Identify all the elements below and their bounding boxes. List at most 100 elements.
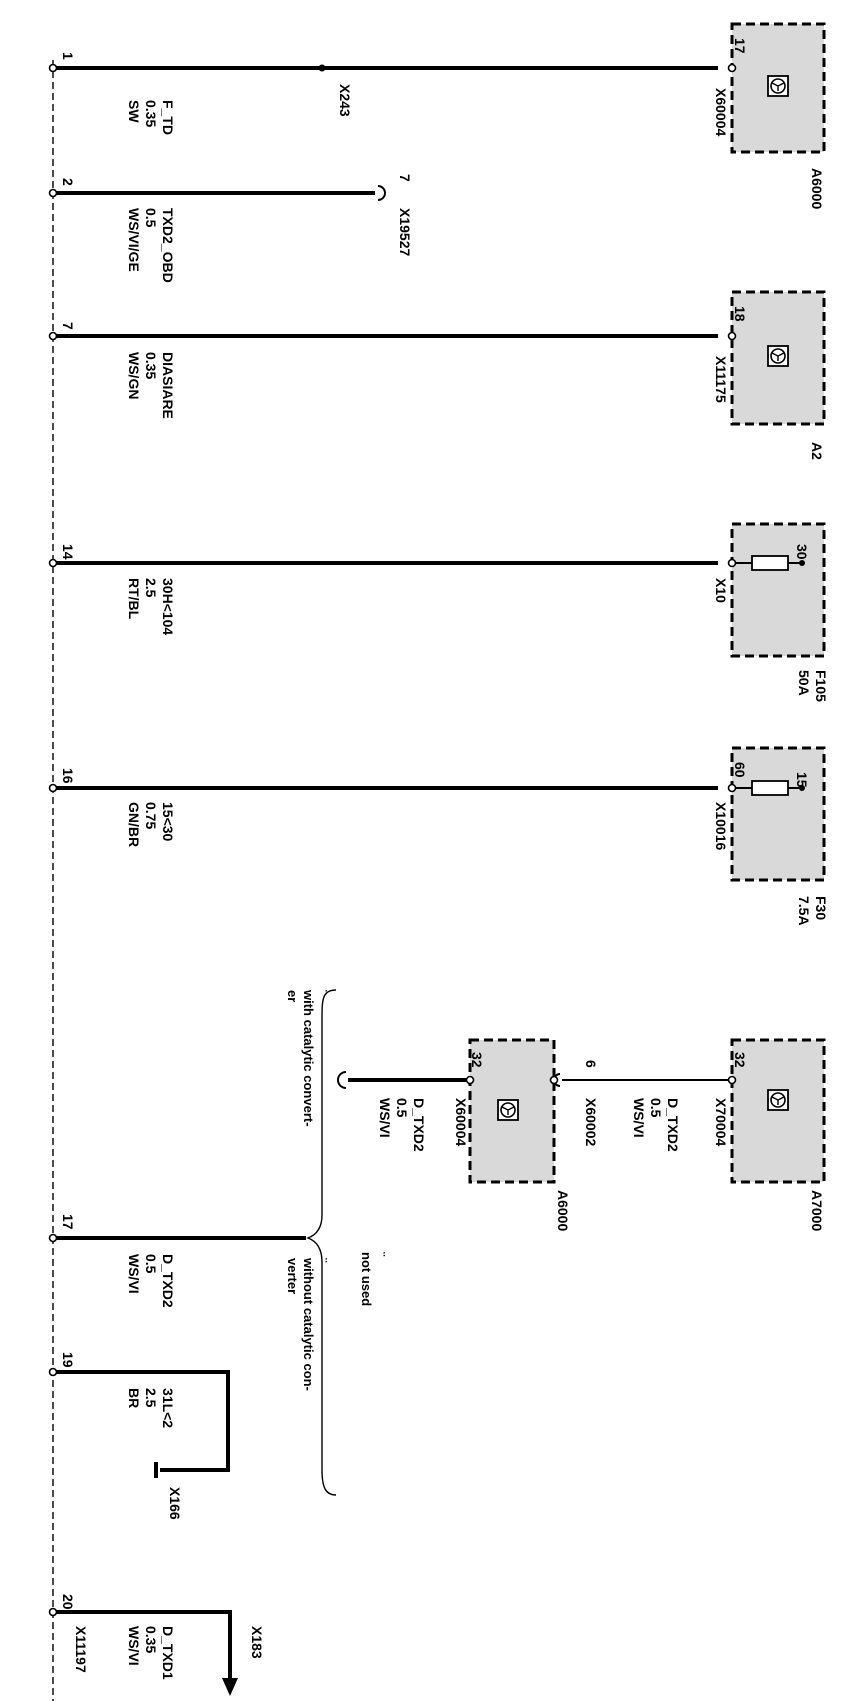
wire-19-gauge: 2.5: [143, 1388, 159, 1408]
wire-14[interactable]: [48, 558, 719, 568]
f30-pin-fuse: 15: [794, 772, 810, 788]
wire-14-color: RT/BL: [126, 578, 142, 620]
x19527-label: X19527: [397, 208, 413, 256]
component-a2[interactable]: [727, 290, 826, 426]
fuse-icon: [751, 555, 789, 571]
wire-7-pin: 7: [60, 322, 76, 330]
f105-connector: X10: [713, 578, 729, 603]
component-f30[interactable]: [727, 746, 826, 882]
wire-17-signal: D_TXD2: [160, 1254, 176, 1308]
splice-x243-dot: [318, 64, 326, 72]
wire-17-color: WS/VI: [126, 1254, 142, 1294]
f30-pin-top: 60: [732, 762, 748, 778]
wire-16[interactable]: [48, 783, 719, 793]
fuse-icon: [751, 780, 789, 796]
wire-1-signal: F_TD: [160, 100, 176, 135]
control-module-icon-circle: [770, 348, 786, 364]
without-catalytic-note-2: verter: [285, 1258, 300, 1294]
wire-a6000-out[interactable]: [337, 1071, 466, 1089]
a2-connector: X11175: [713, 356, 729, 403]
a6000-out-gauge: 0.5: [394, 1098, 410, 1118]
a2-name: A2: [809, 442, 825, 460]
x19527-pin: 7: [397, 174, 413, 182]
f30-rating: 7.5A: [796, 896, 812, 926]
x183-label: X183: [249, 1626, 265, 1659]
wire-2[interactable]: [48, 185, 386, 201]
wire-2-pin: 2: [60, 178, 76, 186]
control-module-icon-circle: [770, 1092, 786, 1108]
f105-rating: 50A: [796, 670, 812, 696]
wire-16-signal: 15<30: [160, 802, 176, 842]
wire-16-gauge: 0.75: [143, 802, 159, 829]
control-module-icon-mark: [771, 1096, 785, 1105]
left-connector-label: X11197: [73, 1626, 89, 1673]
wire-14-gauge: 2.5: [143, 578, 159, 598]
a7000-wire-gauge: 0.5: [648, 1098, 664, 1118]
with-catalytic-note-2: er: [285, 990, 300, 1002]
wire-2-signal: TXD2_OBD: [160, 208, 176, 283]
wire-1[interactable]: [48, 63, 719, 73]
a7000-pin: 32: [732, 1052, 748, 1068]
f105-pin: 30: [794, 544, 810, 560]
wire-7-color: WS/GN: [126, 352, 142, 399]
f30-connector: X10016: [713, 802, 729, 850]
wire-7-gauge: 0.35: [143, 352, 159, 379]
control-module-icon-circle: [770, 78, 786, 94]
wire-2-gauge: 0.5: [143, 208, 159, 228]
without-catalytic-note-1: without catalytic con-: [301, 1257, 316, 1391]
component-a7000[interactable]: [727, 1038, 826, 1184]
wire-20-color: WS/VI: [126, 1626, 142, 1666]
f105-name: F105: [813, 670, 829, 702]
a7000-wire-signal: D_TXD2: [665, 1098, 681, 1152]
a7000-name: A7000: [809, 1190, 825, 1231]
wire-1-gauge: 0.35: [143, 100, 159, 127]
wire-a7000-a6000[interactable]: [553, 1073, 728, 1087]
wire-20[interactable]: [48, 1607, 239, 1697]
splice-x243-label: X243: [337, 84, 353, 117]
a6000-mid-pin-out: 32: [469, 1052, 485, 1068]
connector-x19527-socket: [377, 185, 386, 201]
a6000-mid-connector-in: X60002: [583, 1098, 599, 1146]
wire-17-gauge: 0.5: [143, 1254, 159, 1274]
with-catalytic-tick: ¨: [315, 990, 330, 995]
arrow-down-icon: [222, 1678, 238, 1696]
a6000-top-pin: 17: [732, 38, 748, 54]
not-used-note: not used: [359, 1252, 374, 1306]
a6000-top-name: A6000: [809, 168, 825, 209]
a6000-out-color: WS/VI: [377, 1098, 393, 1138]
wire-1-pin: 1: [60, 52, 76, 60]
wire-20-gauge: 0.35: [143, 1626, 159, 1653]
not-used-tick: ¨: [373, 1252, 388, 1257]
wire-17[interactable]: [48, 1233, 307, 1243]
component-f105[interactable]: [727, 522, 826, 658]
wire-19-color: BR: [126, 1388, 142, 1408]
wire-16-pin: 16: [60, 768, 76, 784]
wire-19-pin: 19: [60, 1352, 76, 1368]
a6000-top-connector: X60004: [713, 88, 729, 136]
wire-14-signal: 30H<104: [160, 578, 176, 635]
without-catalytic-tick: ¨: [315, 1258, 330, 1263]
wire-20-pin: 20: [60, 1594, 76, 1610]
control-module-icon-mark: [771, 352, 785, 361]
wire-20-signal: D_TXD1: [160, 1626, 176, 1680]
wire-7-signal: DIASIARE: [160, 352, 176, 419]
wire-2-color: WS/VI/GE: [126, 208, 142, 272]
component-a6000-mid[interactable]: [465, 1038, 559, 1184]
f30-name: F30: [813, 896, 829, 920]
wire-7[interactable]: [48, 331, 719, 341]
control-module-icon-mark: [771, 82, 785, 91]
x166-label: X166: [167, 1487, 183, 1520]
wire-19[interactable]: [48, 1367, 230, 1479]
a7000-wire-color: WS/VI: [631, 1098, 647, 1138]
wire-19-signal: 31L<2: [160, 1388, 176, 1428]
wire-17-pin: 17: [60, 1214, 76, 1230]
a6000-mid-pin-in: 6: [583, 1060, 599, 1068]
a7000-connector: X70004: [713, 1098, 729, 1146]
a6000-mid-connector-out: X60004: [453, 1098, 469, 1146]
control-module-icon-circle: [500, 1102, 516, 1118]
a6000-out-signal: D_TXD2: [411, 1098, 427, 1152]
wire-16-color: GN/BR: [126, 802, 142, 847]
component-a6000-top[interactable]: [727, 22, 826, 154]
a2-pin: 18: [732, 306, 748, 322]
